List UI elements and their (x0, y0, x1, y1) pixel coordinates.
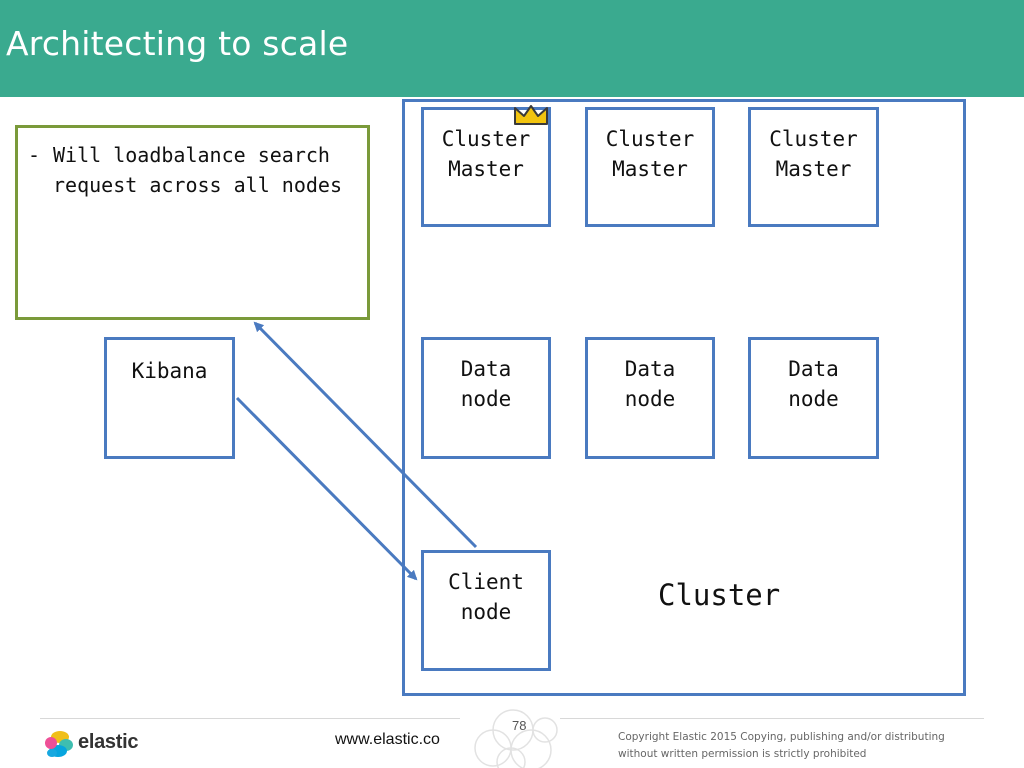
data-node-1: Data node (421, 337, 551, 459)
kibana-node: Kibana (104, 337, 235, 459)
master-node-2: Cluster Master (585, 107, 715, 227)
client-node-line2: node (460, 600, 512, 624)
data-node-3-line2: node (788, 387, 839, 411)
client-node: Client node (421, 550, 551, 671)
master-node-2-line2: Master (612, 157, 688, 181)
data-node-3-line1: Data (788, 357, 839, 381)
copyright-text: Copyright Elastic 2015 Copying, publishi… (618, 731, 945, 760)
note-text: Will loadbalance search request across a… (53, 143, 342, 197)
kibana-label: Kibana (131, 359, 208, 383)
cluster-label: Cluster (658, 578, 781, 612)
title-bar: Architecting to scale (0, 0, 1024, 97)
data-node-2: Data node (585, 337, 715, 459)
data-node-1-line1: Data (460, 357, 512, 381)
footer-url: www.elastic.co (335, 731, 440, 748)
note-bullet: - (28, 143, 41, 167)
client-node-line1: Client (448, 570, 524, 594)
data-node-2-line2: node (624, 387, 676, 411)
master-node-1: Cluster Master (421, 107, 551, 227)
page-number: 78 (512, 718, 527, 733)
crown-icon (514, 105, 548, 125)
master-node-1-line2: Master (448, 157, 524, 181)
data-node-2-line1: Data (624, 357, 676, 381)
master-node-1-line1: Cluster (441, 127, 531, 151)
master-node-3-line1: Cluster (769, 127, 858, 151)
note-box: - Will loadbalance search request across… (15, 125, 370, 320)
footer-divider-left (40, 718, 460, 719)
footer-divider-right (560, 718, 984, 719)
master-node-3-line2: Master (775, 157, 852, 181)
elastic-logo-text: elastic (78, 731, 139, 753)
master-node-3: Cluster Master (748, 107, 879, 227)
elastic-logo-icon (45, 731, 73, 757)
master-node-2-line1: Cluster (605, 127, 695, 151)
kibana-to-client-arrow (235, 396, 418, 581)
data-node-3: Data node (748, 337, 879, 459)
slide-title: Architecting to scale (6, 24, 349, 63)
page-number-cloud-icon (474, 709, 558, 768)
data-node-1-line2: node (460, 387, 512, 411)
